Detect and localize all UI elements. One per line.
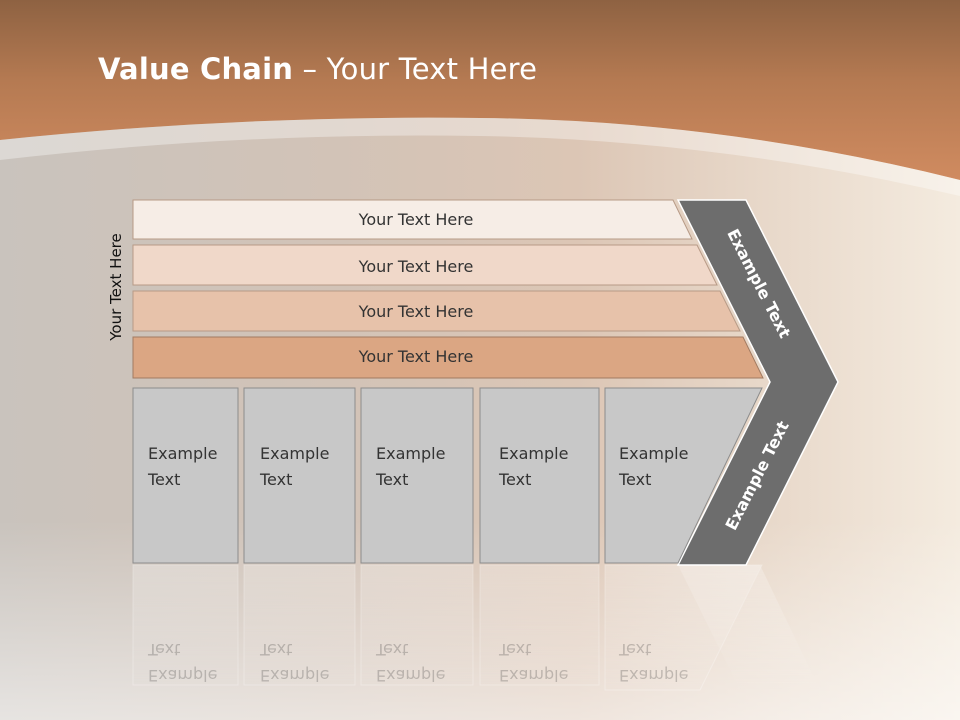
diagram-reflection: Example Text Example Text Example Text Exam…: [132, 564, 820, 691]
box-1-line-1: Example: [148, 444, 217, 463]
bar-row-1: Your Text Here: [132, 199, 693, 240]
title-rest: – Your Text Here: [293, 52, 538, 86]
svg-text:Example: Example: [499, 666, 568, 685]
bar-label-4: Your Text Here: [358, 347, 474, 366]
bar-label-2: Your Text Here: [358, 257, 474, 276]
box-3-line-1: Example: [376, 444, 445, 463]
box-4-line-2: Text: [498, 470, 531, 489]
title-bold: Value Chain: [98, 52, 294, 86]
svg-text:Example: Example: [376, 666, 445, 685]
box-3: Example Text: [360, 387, 474, 564]
bar-row-2: Your Text Here: [132, 244, 718, 286]
box-2-line-1: Example: [260, 444, 329, 463]
bar-label-3: Your Text Here: [358, 302, 474, 321]
svg-text:Text: Text: [147, 640, 180, 659]
svg-text:Text: Text: [618, 640, 651, 659]
box-3-line-2: Text: [375, 470, 408, 489]
box-4-line-1: Example: [499, 444, 568, 463]
box-1-line-2: Text: [147, 470, 180, 489]
box-1: Example Text: [132, 387, 239, 564]
box-5-line-2: Text: [618, 470, 651, 489]
reflection-texts: Example Text Example Text Example Text Exam…: [147, 640, 688, 685]
svg-text:Example: Example: [260, 666, 329, 685]
svg-text:Text: Text: [259, 640, 292, 659]
box-4: Example Text: [479, 387, 600, 564]
svg-text:Example: Example: [619, 666, 688, 685]
box-5: Example Text: [604, 387, 763, 564]
box-2-line-2: Text: [259, 470, 292, 489]
box-5-line-1: Example: [619, 444, 688, 463]
svg-text:Text: Text: [375, 640, 408, 659]
svg-text:Text: Text: [498, 640, 531, 659]
box-2: Example Text: [243, 387, 356, 564]
bar-row-3: Your Text Here: [132, 290, 741, 332]
bar-row-4: Your Text Here: [132, 336, 764, 379]
chevron-arrow: [676, 199, 839, 566]
slide-title: Value Chain – Your Text Here: [98, 52, 537, 86]
bar-label-1: Your Text Here: [358, 210, 474, 229]
svg-text:Example: Example: [148, 666, 217, 685]
